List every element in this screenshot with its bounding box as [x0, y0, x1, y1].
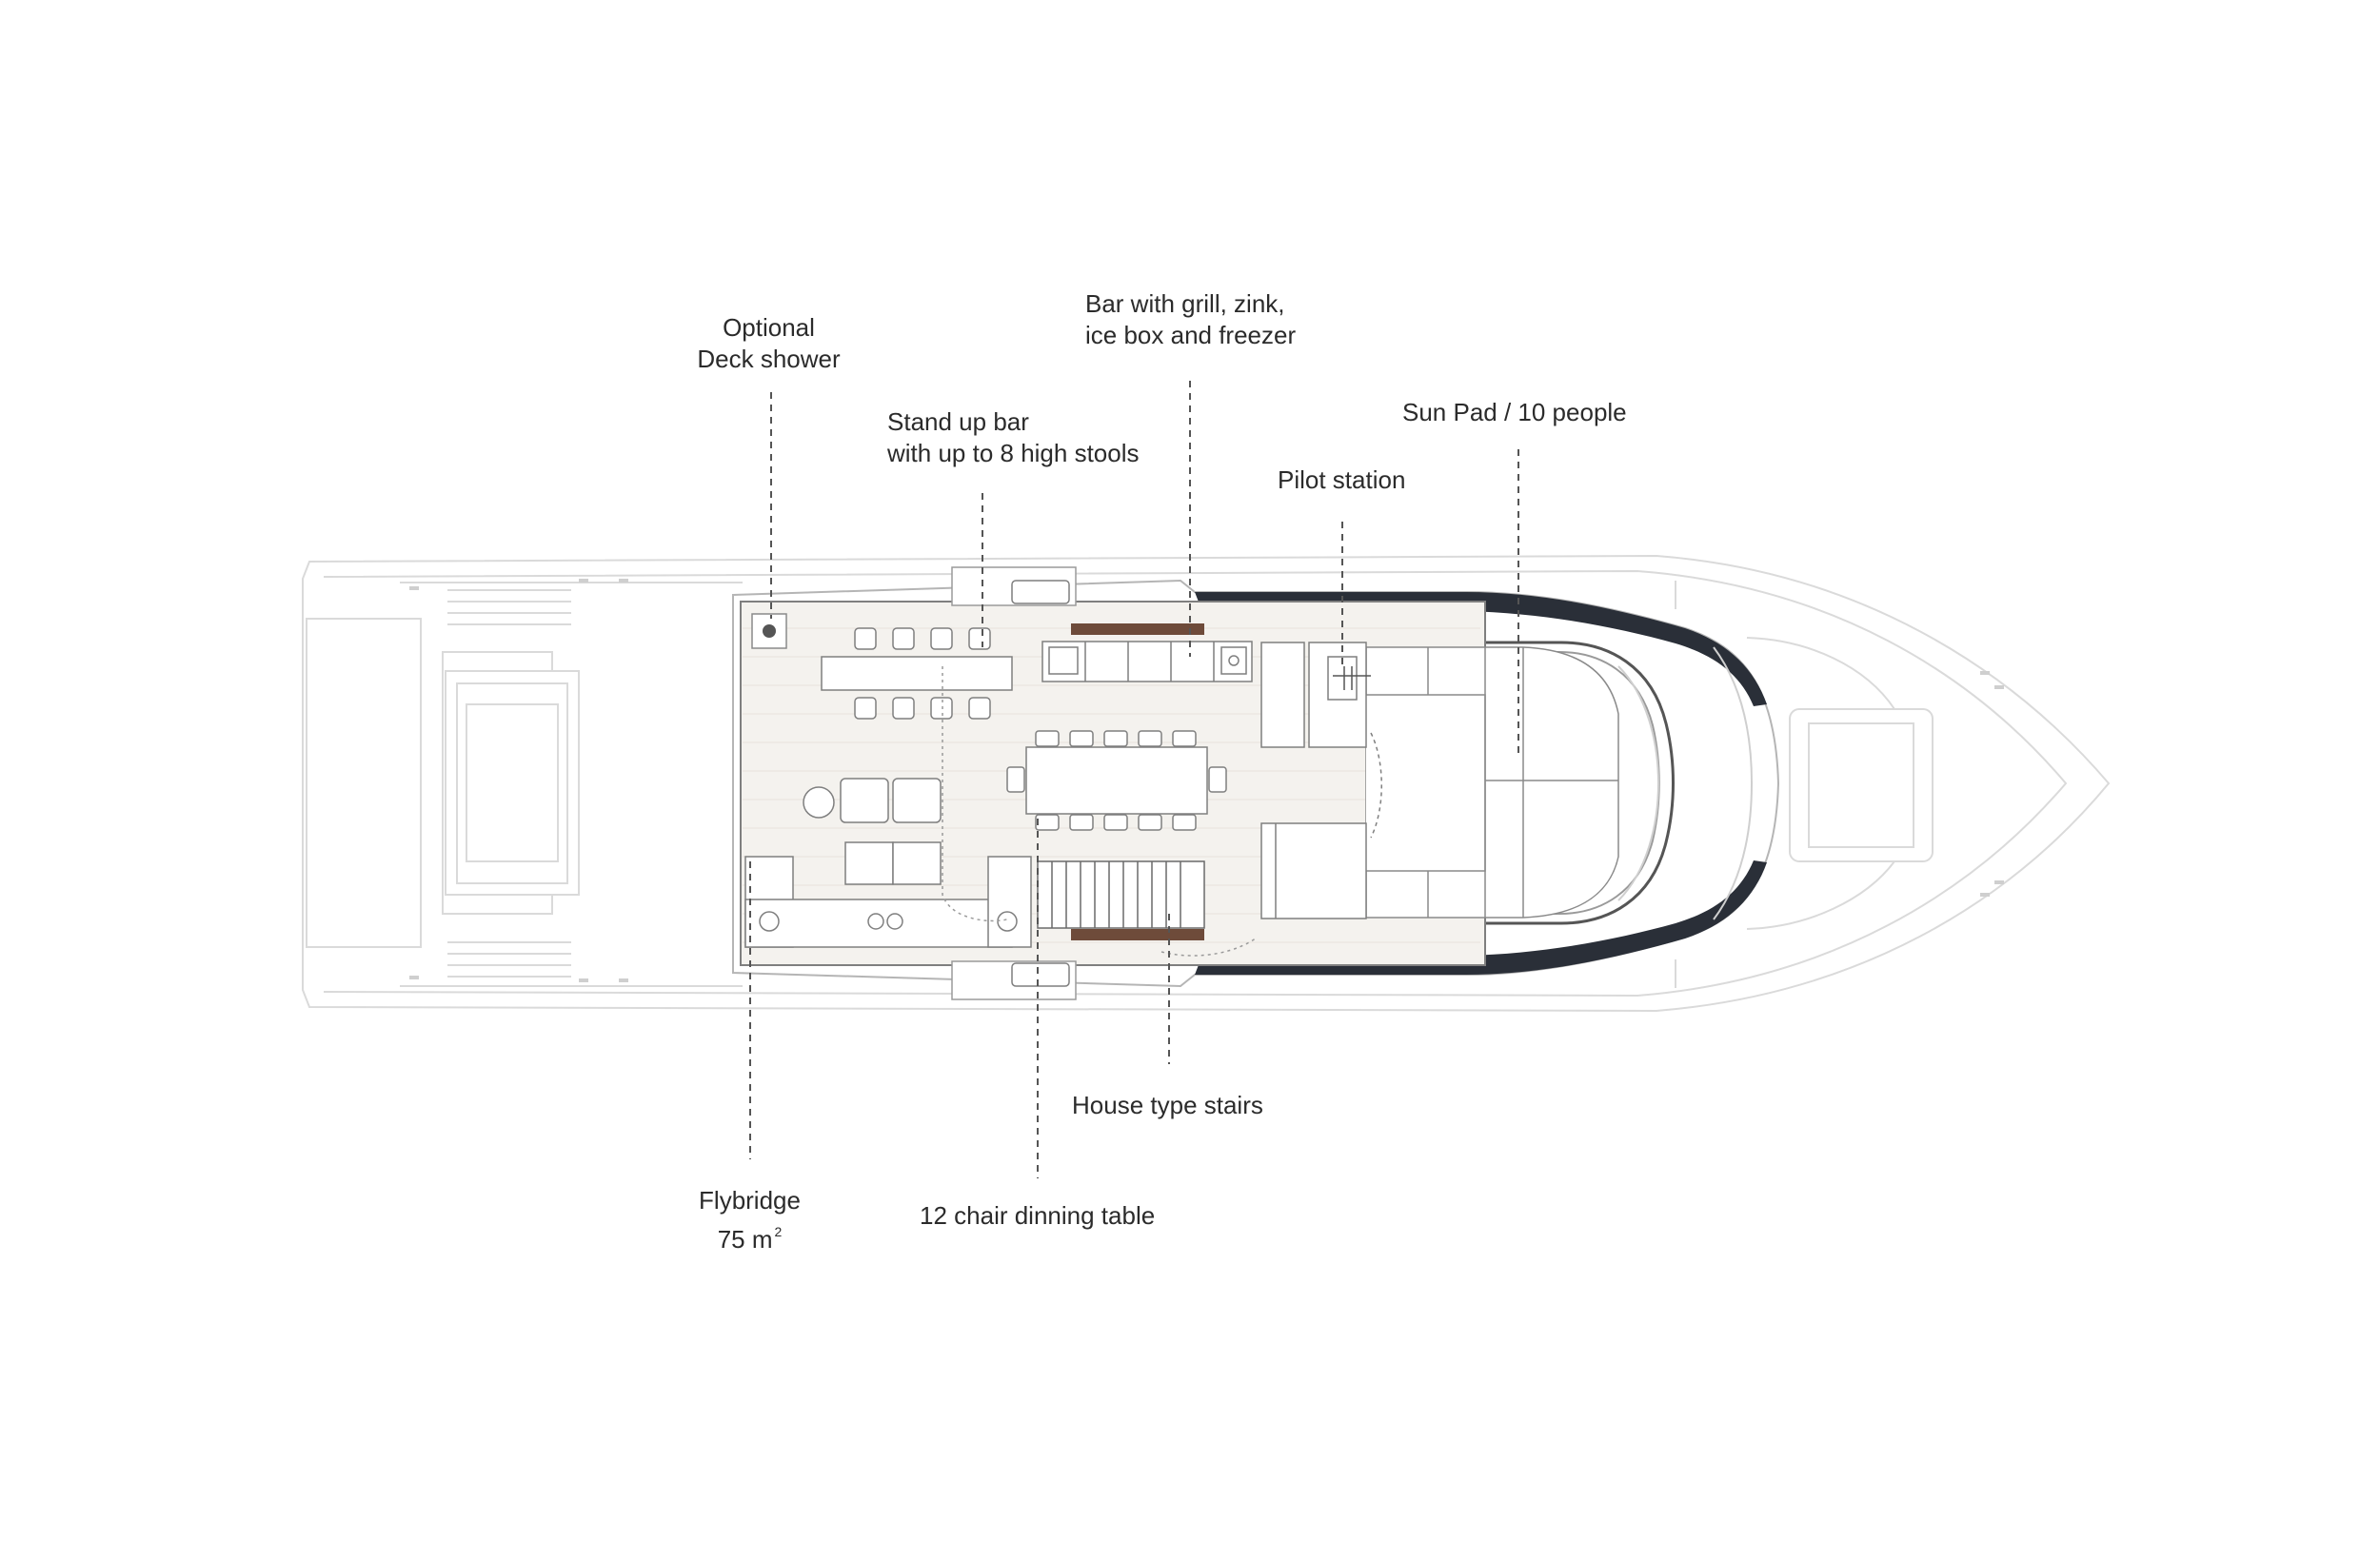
leader-lines — [749, 381, 1519, 1178]
label-deck-shower-line-2: Deck shower — [697, 345, 841, 373]
deck-shower — [751, 613, 787, 649]
label-dining-table-text: 12 chair dinning table — [920, 1201, 1156, 1230]
lounge-seating — [744, 778, 1032, 948]
label-stairs: House type stairs — [1072, 1090, 1263, 1121]
wood-accents — [1071, 623, 1204, 940]
dining-table — [1006, 730, 1227, 831]
label-sun-pad-text: Sun Pad / 10 people — [1402, 398, 1627, 426]
stand-up-bar — [821, 580, 1070, 987]
label-deck-shower: Optional Deck shower — [666, 312, 871, 375]
label-flybridge-area-value: 75 m — [717, 1225, 773, 1254]
label-pilot-station-text: Pilot station — [1278, 465, 1406, 494]
label-grill-bar-line-1: Bar with grill, zink, — [1085, 289, 1285, 318]
label-grill-bar: Bar with grill, zink, ice box and freeze… — [1085, 288, 1296, 351]
hull-fittings — [409, 579, 2004, 982]
label-sun-pad: Sun Pad / 10 people — [1402, 397, 1627, 428]
sun-pad — [1365, 646, 1619, 919]
label-flybridge-text: Flybridge — [699, 1186, 801, 1215]
pilot-station — [1260, 642, 1382, 919]
label-flybridge-area-sup: 2 — [774, 1224, 783, 1239]
house-stairs — [1037, 860, 1205, 929]
label-stand-up-bar-line-1: Stand up bar — [887, 407, 1029, 436]
label-dining-table: 12 chair dinning table — [920, 1200, 1155, 1232]
label-stand-up-bar: Stand up bar with up to 8 high stools — [887, 406, 1140, 469]
grill-bar — [1041, 641, 1253, 682]
label-stairs-text: House type stairs — [1072, 1091, 1263, 1119]
label-stand-up-bar-line-2: with up to 8 high stools — [887, 439, 1140, 467]
label-pilot-station: Pilot station — [1278, 464, 1405, 496]
label-grill-bar-line-2: ice box and freezer — [1085, 321, 1297, 349]
label-deck-shower-line-1: Optional — [723, 313, 815, 342]
circulation-path — [942, 666, 1258, 957]
